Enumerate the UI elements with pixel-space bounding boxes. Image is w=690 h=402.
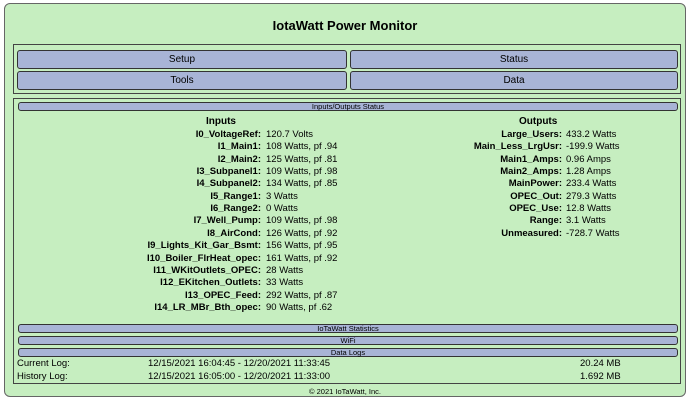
output-row-label: Main_Less_LrgUsr: [14, 141, 562, 153]
input-row-label: I9_Lights_Kit_Gar_Bsmt: [14, 240, 261, 252]
output-value: 3.1 Watts [566, 215, 606, 227]
output-label: Unmeasured: [501, 227, 562, 239]
current-log-size: 20.24 MB [580, 358, 621, 369]
input-value: 156 Watts, pf .95 [266, 240, 338, 252]
output-value: 0.96 Amps [566, 153, 611, 165]
input-value: 90 Watts, pf .62 [266, 301, 333, 313]
input-value: 109 Watts, pf .98 [266, 215, 338, 227]
data-logs-bar[interactable]: Data Logs [18, 348, 678, 357]
input-row-label: I2_Main2: [14, 154, 261, 166]
input-label: I5_Range1: [210, 190, 261, 202]
input-row-label: I4_Subpanel2: [14, 178, 261, 190]
output-row-label: OPEC_Use: [14, 203, 562, 215]
output-value: -199.9 Watts [566, 141, 620, 153]
output-label: Range: [529, 215, 562, 227]
input-label: I7_Well_Pump: [193, 215, 261, 227]
tools-button[interactable]: Tools [17, 71, 347, 90]
input-value: 134 Watts, pf .85 [266, 178, 338, 190]
input-label: I6_Range2: [210, 203, 261, 215]
output-row-label: Main1_Amps: [14, 154, 562, 166]
input-value: 33 Watts [266, 277, 304, 289]
input-label: I1_Main1: [217, 141, 261, 153]
input-row-label: I6_Range2: [14, 203, 261, 215]
input-value: 126 Watts, pf .92 [266, 227, 338, 239]
input-label: I2_Main2: [217, 153, 261, 165]
input-value: 3 Watts [266, 190, 298, 202]
status-panel: Inputs/Outputs Status Inputs Outputs I0_… [13, 98, 681, 384]
output-row-label: MainPower: [14, 178, 562, 190]
input-row-label: I7_Well_Pump: [14, 215, 261, 227]
input-row-label: I13_OPEC_Feed: [14, 290, 261, 302]
input-value: 108 Watts, pf .94 [266, 141, 338, 153]
output-value: 233.4 Watts [566, 178, 617, 190]
input-label: I4_Subpanel2: [196, 178, 261, 190]
data-button[interactable]: Data [350, 71, 678, 90]
history-log-name: History Log: [17, 371, 68, 382]
copyright-footer: © 2021 IoTaWatt, Inc. [309, 387, 381, 396]
input-label: I0_VoltageRef: [195, 129, 261, 140]
setup-button[interactable]: Setup [17, 50, 347, 69]
input-row-label: I3_Subpanel1: [14, 166, 261, 178]
input-value: 0 Watts [266, 203, 298, 215]
output-value: 1.28 Amps [566, 166, 611, 178]
output-label: Main_Less_LrgUsr: [473, 141, 562, 153]
input-row-label: I1_Main1: [14, 141, 261, 153]
wifi-bar[interactable]: WiFi [18, 336, 678, 345]
input-value: 125 Watts, pf .81 [266, 153, 338, 165]
io-status-bar[interactable]: Inputs/Outputs Status [18, 102, 678, 111]
main-menu: Setup Status Tools Data [13, 44, 681, 94]
input-label: I9_Lights_Kit_Gar_Bsmt: [147, 240, 261, 252]
page-title: IotaWatt Power Monitor [272, 18, 418, 33]
input-label: I14_LR_MBr_Bth_opec: [154, 301, 261, 313]
input-row-label: I10_Boiler_FlrHeat_opec: [14, 253, 261, 265]
input-label: I3_Subpanel1: [196, 166, 261, 178]
output-label: Main1_Amps: [500, 153, 562, 165]
history-log-range: 12/15/2021 16:05:00 - 12/20/2021 11:33:0… [148, 371, 331, 382]
input-label: I12_EKitchen_Outlets: [160, 277, 261, 289]
output-value: -728.7 Watts [566, 227, 620, 239]
outputs-heading: Outputs [519, 116, 558, 127]
output-label: Main2_Amps: [500, 166, 562, 178]
input-label: I11_WKitOutlets_OPEC: [153, 264, 261, 276]
input-row-label: I11_WKitOutlets_OPEC: [14, 265, 261, 277]
input-row-label: I8_AirCond: [14, 228, 261, 240]
statistics-bar[interactable]: IoTaWatt Statistics [18, 324, 678, 333]
inputs-heading: Inputs [206, 116, 236, 127]
output-row-label: OPEC_Out: [14, 191, 562, 203]
input-label: I10_Boiler_FlrHeat_opec: [146, 252, 261, 264]
input-value: 292 Watts, pf .87 [266, 289, 338, 301]
input-row-label: I14_LR_MBr_Bth_opec: [14, 302, 261, 314]
output-label: OPEC_Use: [509, 203, 562, 215]
input-row-label: I12_EKitchen_Outlets: [14, 277, 261, 289]
current-log-name: Current Log: [17, 358, 70, 369]
output-value: 12.8 Watts [566, 203, 612, 215]
output-row-label: Main2_Amps: [14, 166, 562, 178]
output-value: 433.2 Watts [566, 129, 617, 140]
status-button[interactable]: Status [350, 50, 678, 69]
input-label: I8_AirCond: [207, 227, 261, 239]
output-label: Large_Users: [501, 129, 562, 140]
app-frame: IotaWatt Power Monitor Setup Status Tool… [4, 3, 686, 397]
output-label: MainPower: [508, 178, 562, 190]
input-value: 120.7 Volts [266, 129, 314, 140]
input-value: 109 Watts, pf .98 [266, 166, 338, 178]
output-label: OPEC_Out: [510, 190, 562, 202]
output-row-label: Unmeasured: [14, 228, 562, 240]
input-value: 28 Watts [266, 264, 304, 276]
output-row-label: Large_Users: [14, 129, 562, 141]
input-label: I13_OPEC_Feed: [184, 289, 261, 301]
input-row-label: I0_VoltageRef: [14, 129, 261, 141]
output-value: 279.3 Watts [566, 190, 617, 202]
history-log-size: 1.692 MB [580, 371, 621, 382]
input-value: 161 Watts, pf .92 [266, 252, 338, 264]
input-row-label: I5_Range1: [14, 191, 261, 203]
output-row-label: Range: [14, 215, 562, 227]
current-log-range: 12/15/2021 16:04:45 - 12/20/2021 11:33:4… [148, 358, 331, 369]
